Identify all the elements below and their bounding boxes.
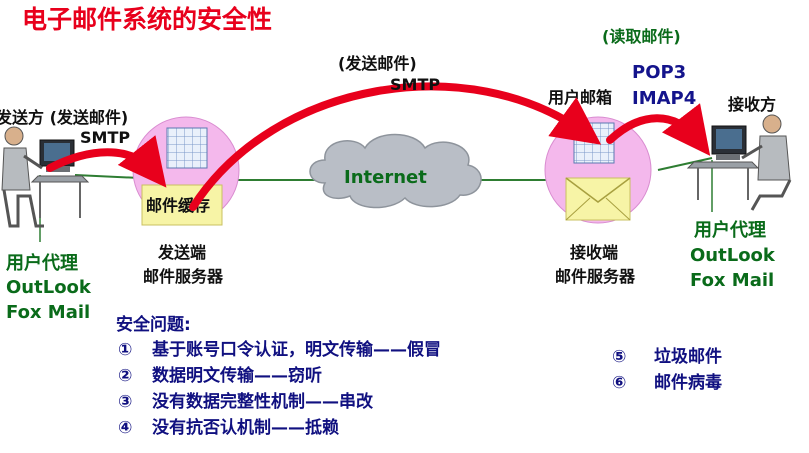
receiver-person-icon <box>686 114 792 211</box>
receiver-agent-label: 用户代理 <box>694 219 766 241</box>
issue-text: 数据明文传输——窃听 <box>152 365 322 386</box>
receiving-server <box>544 116 652 224</box>
user-mailbox-label: 用户邮箱 <box>548 88 612 107</box>
issue-number: ④ <box>118 418 132 438</box>
sender-label: 发送方 (发送邮件) <box>0 108 128 127</box>
issue-number: ⑥ <box>612 373 626 393</box>
issue-number: ② <box>118 366 132 386</box>
read-arrow <box>606 103 711 156</box>
envelope-icon <box>565 177 631 221</box>
transfer-label: (发送邮件) <box>338 54 417 73</box>
issue-text: 邮件病毒 <box>654 372 722 393</box>
issue-number: ⑤ <box>612 347 626 367</box>
issues-heading: 安全问题: <box>116 314 191 335</box>
read-label: (读取邮件) <box>602 27 681 46</box>
mail-flow-arrows <box>46 82 711 211</box>
sender-agent-label: 用户代理 <box>6 252 78 274</box>
receiver-agent-app-2: Fox Mail <box>690 270 774 291</box>
sender-agent-app-1: OutLook <box>6 277 92 298</box>
receiving-server-caption-2: 邮件服务器 <box>555 267 636 286</box>
mailbox-grid-icon <box>166 127 208 169</box>
issue-number: ③ <box>118 392 132 412</box>
sender-agent-app-2: Fox Mail <box>6 302 90 323</box>
receiving-server-caption-1: 接收端 <box>570 243 618 262</box>
issue-text: 垃圾邮件 <box>654 346 722 367</box>
internet-label: Internet <box>344 167 427 188</box>
send-arrow <box>46 135 167 188</box>
read-protocol-imap4: IMAP4 <box>632 88 696 109</box>
issue-text: 没有数据完整性机制——串改 <box>152 391 374 412</box>
receiver-agent-app-1: OutLook <box>690 245 776 266</box>
issue-text: 没有抗否认机制——抵赖 <box>152 417 339 438</box>
security-issues: 安全问题: ① 基于账号口令认证，明文传输——假冒 ② 数据明文传输——窃听 ③… <box>116 314 722 438</box>
transfer-protocol-label: SMTP <box>390 75 440 94</box>
page-title: 电子邮件系统的安全性 <box>22 5 272 34</box>
read-protocol-pop3: POP3 <box>632 62 686 83</box>
receiver-label: 接收方 <box>728 95 776 114</box>
internet-cloud <box>309 133 482 209</box>
issue-number: ① <box>118 340 132 360</box>
transfer-arrow <box>189 82 602 211</box>
sending-server-caption-1: 发送端 <box>157 243 206 262</box>
sender-person-icon <box>1 126 90 228</box>
issue-text: 基于账号口令认证，明文传输——假冒 <box>151 339 441 360</box>
sender-protocol-label: SMTP <box>80 128 130 147</box>
sending-server-caption-2: 邮件服务器 <box>143 267 224 286</box>
